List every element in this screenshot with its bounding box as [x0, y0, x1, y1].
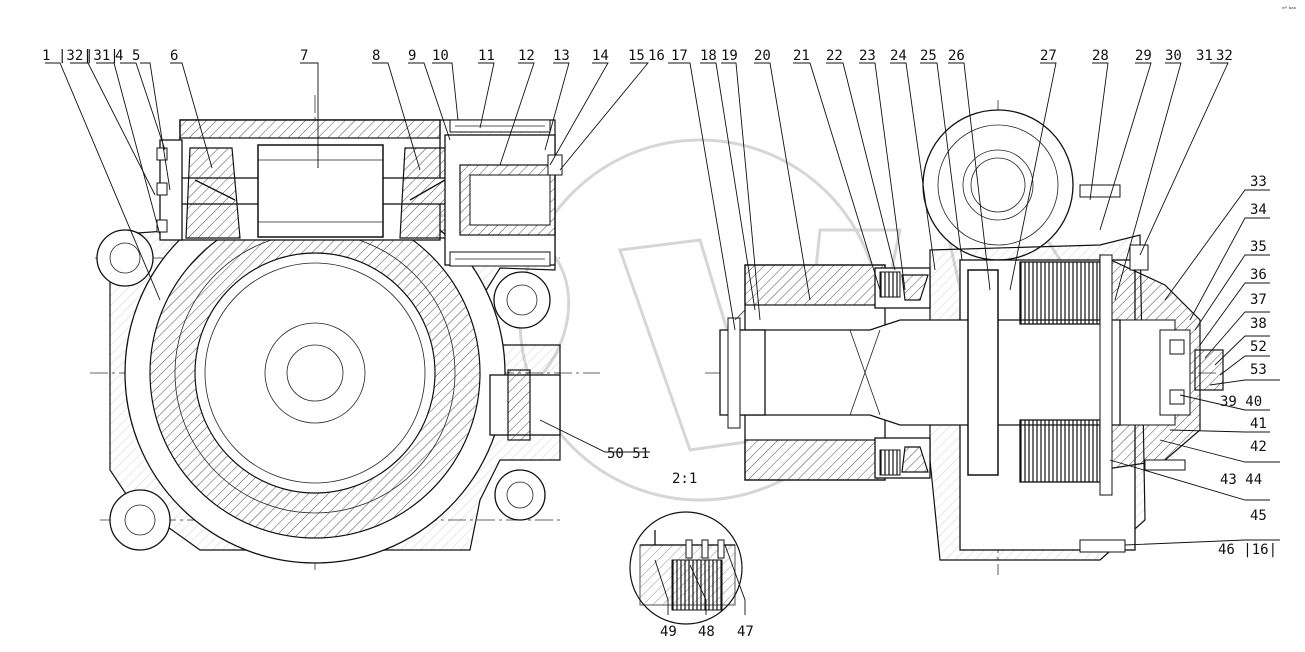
callout-37: 37 [1250, 292, 1267, 308]
callout-16: 16 [648, 48, 665, 64]
callout-47: 47 [737, 624, 754, 640]
callout-13: 13 [553, 48, 570, 64]
callout-31: 31 [1196, 48, 1213, 64]
callout-5: 5 [132, 48, 140, 64]
callout-30: 30 [1165, 48, 1182, 64]
callout-23: 23 [859, 48, 876, 64]
callout-20: 20 [754, 48, 771, 64]
callout-4: 4 [115, 48, 123, 64]
callout-43-44: 43 44 [1220, 472, 1262, 488]
callout-14: 14 [592, 48, 609, 64]
callout-26: 26 [948, 48, 965, 64]
left-housing-view [90, 95, 600, 570]
callout-53: 53 [1250, 362, 1267, 378]
callout-33: 33 [1250, 174, 1267, 190]
callout-52: 52 [1250, 339, 1267, 355]
right-section-view [705, 100, 1224, 575]
callout-24: 24 [890, 48, 907, 64]
callout-50-51: 50 51 [607, 446, 649, 462]
callout-11: 11 [478, 48, 495, 64]
callout-1: 1 [42, 48, 50, 64]
callout-18: 18 [700, 48, 717, 64]
callout-49: 49 [660, 624, 677, 640]
callout-21: 21 [793, 48, 810, 64]
callout-27: 27 [1040, 48, 1057, 64]
callout-48: 48 [698, 624, 715, 640]
callout-15: 15 [628, 48, 645, 64]
callout-41: 41 [1250, 416, 1267, 432]
callout-29: 29 [1135, 48, 1152, 64]
callout-labels: 1 |32| |31| 4 5 6 7 8 9 10 11 12 13 14 1… [42, 6, 1296, 640]
callout-17: 17 [671, 48, 688, 64]
callout-19: 19 [721, 48, 738, 64]
leader-lines [45, 62, 1280, 615]
callout-38: 38 [1250, 316, 1267, 332]
detail-view [629, 511, 743, 625]
callout-39-40: 39 40 [1220, 394, 1262, 410]
callout-10: 10 [432, 48, 449, 64]
callout-25: 25 [920, 48, 937, 64]
callout-34: 34 [1250, 202, 1267, 218]
callout-6: 6 [170, 48, 178, 64]
callout-31: |31| [85, 48, 119, 64]
callout-32-top: 32 [1216, 48, 1233, 64]
callout-42: 42 [1250, 439, 1267, 455]
corner-mark: ᵉᴾ ᵇᵃᵃ [1282, 6, 1296, 13]
callout-36: 36 [1250, 267, 1267, 283]
callout-12: 12 [518, 48, 535, 64]
callout-7: 7 [300, 48, 308, 64]
callout-32: |32| [58, 48, 92, 64]
scale-label: 2:1 [672, 471, 697, 487]
callout-45: 45 [1250, 508, 1267, 524]
callout-35: 35 [1250, 239, 1267, 255]
callout-22: 22 [826, 48, 843, 64]
callout-8: 8 [372, 48, 380, 64]
callout-9: 9 [408, 48, 416, 64]
callout-28: 28 [1092, 48, 1109, 64]
callout-46-16: 46 |16| [1218, 542, 1277, 558]
